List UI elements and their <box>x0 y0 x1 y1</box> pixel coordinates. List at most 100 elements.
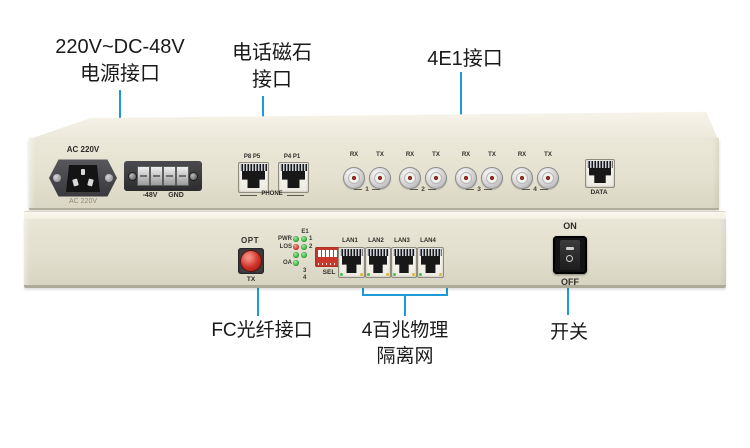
led-header-label: E1 <box>301 229 309 235</box>
annotation-line: 开关 <box>549 322 588 343</box>
screw-icon <box>53 174 61 182</box>
fc-fiber-connector <box>238 248 264 274</box>
link-led <box>367 273 370 276</box>
phone-group-label: PHONE <box>261 191 283 197</box>
e1-led-2 <box>301 244 307 250</box>
ac-power-socket <box>49 159 117 197</box>
oa-led <box>293 260 299 266</box>
activity-led <box>412 273 415 276</box>
dc-terminal-block <box>124 161 202 191</box>
rj45-slot <box>589 163 611 183</box>
annotation-line: 220V~DC-48V <box>55 36 185 58</box>
dip-toggle <box>322 250 325 257</box>
dip-toggle <box>330 250 333 257</box>
callout-line <box>257 277 259 316</box>
rj45-pins <box>419 249 442 256</box>
led-row-number: 2 <box>309 244 313 250</box>
rj45-pins <box>240 164 267 171</box>
e1-rx-connector-3 <box>455 167 477 189</box>
neg48v-label: -48V <box>142 192 158 199</box>
data-port-label: DATA <box>590 189 608 196</box>
dip-markings <box>318 263 339 265</box>
lan-port-2 <box>365 247 391 278</box>
annotation-line: 4百兆物理 <box>361 320 449 341</box>
e1-group-number: 4 <box>521 186 549 193</box>
led-bottom-number: 3 <box>303 268 307 274</box>
led-row-number: 1 <box>309 236 313 242</box>
dip-toggle <box>326 250 329 257</box>
callout-line <box>119 90 121 126</box>
annotation-line: 电源接口 <box>80 63 160 85</box>
activity-led <box>439 273 442 276</box>
terminal-post <box>176 166 189 186</box>
opt-tx-label: TX <box>246 276 256 283</box>
power-rocker-switch <box>553 236 587 274</box>
switch-on-label: ON <box>563 221 577 231</box>
e1-tx-label: TX <box>376 152 384 158</box>
e1-group-number: 3 <box>465 186 493 193</box>
link-led <box>340 273 343 276</box>
rj45-pins <box>280 164 307 171</box>
screw-icon <box>128 171 137 181</box>
e1-rx-connector-2 <box>399 167 421 189</box>
dip-toggle <box>334 250 337 257</box>
gnd-label: GND <box>168 192 184 199</box>
callout-line <box>567 274 569 315</box>
rj45-slot <box>395 251 413 273</box>
ac-voltage-label-bottom: AC 220V <box>68 198 98 205</box>
e1-tx-connector-2 <box>425 167 447 189</box>
ac-pin-earth <box>81 169 85 175</box>
annotation-line: FC光纤接口 <box>211 320 313 341</box>
screw-icon <box>189 171 198 181</box>
activity-led <box>360 273 363 276</box>
activity-led <box>386 273 389 276</box>
e1-led-1 <box>301 236 307 242</box>
e1-tx-label: TX <box>432 152 440 158</box>
phone-port-1 <box>238 162 269 193</box>
rj45-slot <box>342 251 361 273</box>
lan-port-1 <box>338 247 365 278</box>
e1-rx-label: RX <box>461 152 471 158</box>
e1-rx-label: RX <box>405 152 415 158</box>
rear-panel-top-face <box>29 111 718 140</box>
status-led <box>293 252 299 258</box>
terminal-post <box>163 166 176 186</box>
lan4-label: LAN4 <box>420 238 436 244</box>
ac-pin-live <box>72 178 79 187</box>
on-mark-icon <box>566 247 574 250</box>
rj45-slot <box>282 166 305 188</box>
led-row-label: PWR <box>278 236 292 242</box>
e1-rx-label: RX <box>517 152 527 158</box>
phone-port2-label: P4 P1 <box>283 154 301 160</box>
annotation-line: 4E1接口 <box>427 48 503 70</box>
ac-pin-neutral <box>87 178 94 187</box>
phone-bracket-line <box>287 195 304 196</box>
opt-label: OPT <box>241 236 259 245</box>
e1-tx-label: TX <box>488 152 496 158</box>
phone-port-2 <box>278 162 309 193</box>
lan1-label: LAN1 <box>342 238 358 244</box>
annotation-line: 电话磁石 <box>232 42 312 64</box>
magneto-phone-annotation: 电话磁石 接口 <box>202 40 342 94</box>
screw-icon <box>105 174 113 182</box>
lan-port-3 <box>391 247 417 278</box>
isolated-lan-annotation: 4百兆物理 隔离网 <box>330 318 480 370</box>
phone-bracket-line <box>240 195 257 196</box>
link-led <box>419 273 422 276</box>
power-switch-annotation: 开关 <box>529 320 609 346</box>
front-panel-bevel <box>24 211 726 221</box>
e1-tx-label: TX <box>544 152 552 158</box>
rj45-slot <box>242 166 265 188</box>
terminal-post <box>137 166 150 186</box>
e1-led-3 <box>301 252 307 258</box>
link-led <box>393 273 396 276</box>
rj45-slot <box>421 251 440 273</box>
ac-socket-recess <box>66 165 100 192</box>
rocker-actuator <box>560 240 580 270</box>
e1-group-number: 1 <box>353 186 381 193</box>
off-mark-icon <box>565 255 573 262</box>
led-row-label: LOS <box>279 244 292 250</box>
annotation-line: 接口 <box>252 69 292 91</box>
annotation-line: 隔离网 <box>376 346 434 367</box>
